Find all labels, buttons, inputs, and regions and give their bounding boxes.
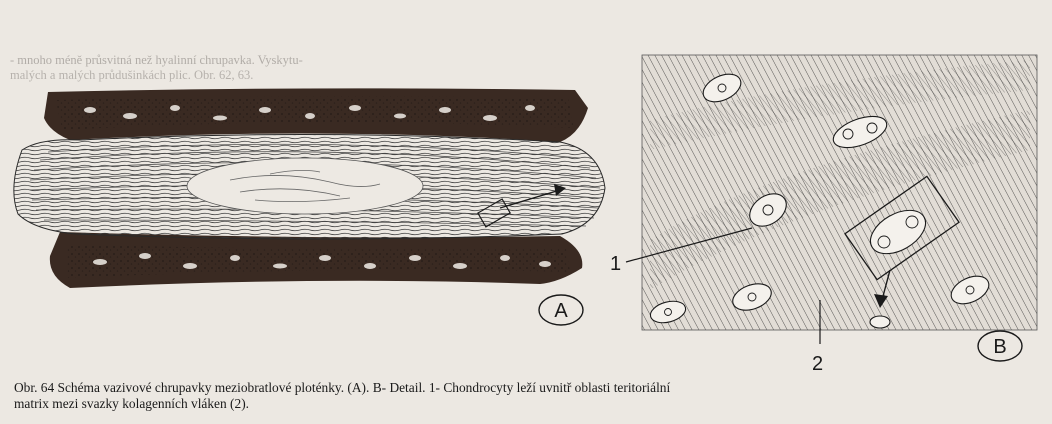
- panel-b-detail: [642, 55, 1037, 330]
- figure-caption: Obr. 64 Schéma vazivové chrupavky meziob…: [14, 380, 1044, 412]
- panel-a-diagram: [14, 88, 605, 288]
- svg-text:1: 1: [610, 253, 621, 275]
- panel-a-label: A: [539, 295, 583, 325]
- svg-text:B: B: [993, 336, 1006, 358]
- svg-text:A: A: [554, 300, 568, 322]
- caption-line-1: Obr. 64 Schéma vazivové chrupavky meziob…: [14, 380, 1044, 396]
- caption-line-2: matrix mezi svazky kolagenních vláken (2…: [14, 396, 1044, 412]
- panel-b-label: B: [978, 331, 1022, 361]
- svg-text:2: 2: [812, 353, 823, 375]
- nucleus-pulposus: [187, 158, 423, 214]
